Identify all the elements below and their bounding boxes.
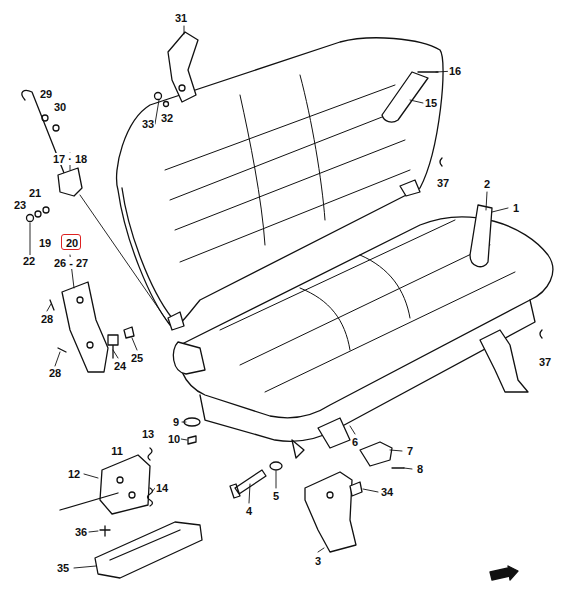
callout-number: 16 xyxy=(448,65,462,77)
callout-number: 36 xyxy=(74,526,88,538)
callout-number: 20 xyxy=(66,237,76,249)
part-3-bracket xyxy=(305,472,356,552)
callout-number: 17 · 18 xyxy=(52,153,88,165)
callout-number: 29 xyxy=(39,88,53,100)
leader-lines xyxy=(30,26,508,568)
screw-8 xyxy=(392,467,404,468)
part-17-plate xyxy=(58,168,82,196)
seat-cushion xyxy=(178,217,552,418)
seat-bracket-mid xyxy=(292,418,350,458)
part-35-handle xyxy=(95,522,202,578)
callout-number: 8 xyxy=(416,463,424,475)
assembly-line xyxy=(80,195,170,325)
callout-number: 3 xyxy=(314,555,322,567)
callout-number: 15 xyxy=(424,97,438,109)
clip-37 xyxy=(440,158,542,338)
callout-number: 37 xyxy=(436,177,450,189)
direction-mark xyxy=(490,566,518,580)
screw-36 xyxy=(100,526,110,536)
callout-number: 23 xyxy=(13,199,27,211)
part-26-plate xyxy=(62,282,108,372)
backrest-stripes xyxy=(165,75,410,262)
part-11-latch xyxy=(100,455,150,514)
callout-number: 19 xyxy=(38,237,52,249)
backrest-edge xyxy=(122,188,172,318)
callout-number: 6 xyxy=(351,436,359,448)
callout-number: 30 xyxy=(53,101,67,113)
callout-number: 4 xyxy=(245,505,253,517)
callout-number: 22 xyxy=(22,255,36,267)
callout-number: 33 xyxy=(141,118,155,130)
callout-number: 13 xyxy=(141,428,155,440)
callout-number: 28 xyxy=(40,313,54,325)
bolt-34 xyxy=(350,482,362,496)
seat-stripes xyxy=(220,220,515,392)
callout-number: 11 xyxy=(110,445,124,457)
callout-number: 25 xyxy=(130,352,144,364)
callout-number: 21 xyxy=(28,187,42,199)
callout-number: 37 xyxy=(538,356,552,368)
part-1-strap xyxy=(470,205,492,267)
callout-number: 24 xyxy=(113,360,127,372)
callout-number: 7 xyxy=(406,445,414,457)
seat-front xyxy=(200,300,535,441)
pin-12 xyxy=(60,493,118,510)
screw-28 xyxy=(50,300,66,352)
seat-hinge-left xyxy=(173,342,205,374)
callout-number: 12 xyxy=(67,468,81,480)
bolt-4 xyxy=(230,470,266,498)
bolt-24 xyxy=(108,335,118,358)
part-7-clip xyxy=(360,442,392,466)
callout-number: 35 xyxy=(56,562,70,574)
callout-number: 31 xyxy=(174,12,188,24)
callout-number: 34 xyxy=(380,486,394,498)
callout-number: 2 xyxy=(483,178,491,190)
callout-number: 1 xyxy=(512,202,520,214)
back-hinge xyxy=(168,180,420,330)
nut-25 xyxy=(124,327,134,338)
callout-number: 14 xyxy=(155,482,169,494)
spring-13 xyxy=(148,448,152,460)
seat-leg-right xyxy=(480,330,528,392)
callout-number: 9 xyxy=(172,416,180,428)
callout-number: 26 - 27 xyxy=(53,257,89,269)
part-15-belt xyxy=(382,72,428,122)
callout-number: 5 xyxy=(272,490,280,502)
callout-number: 10 xyxy=(167,433,181,445)
callout-number: 32 xyxy=(160,112,174,124)
spring-14 xyxy=(148,488,153,506)
part-31-buckle xyxy=(168,32,198,102)
highlight-box: 20 xyxy=(61,234,81,250)
callout-number: 28 xyxy=(48,367,62,379)
